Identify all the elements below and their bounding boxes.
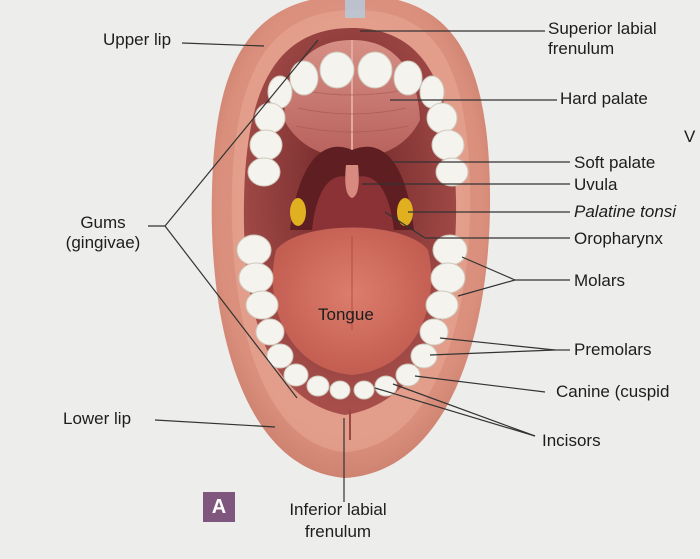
label-oropharynx: Oropharynx xyxy=(574,229,663,248)
label-soft-palate: Soft palate xyxy=(574,153,656,172)
lower-teeth xyxy=(236,234,468,400)
label-incisors: Incisors xyxy=(542,431,601,450)
label-gums-line2: (gingivae) xyxy=(65,233,141,252)
label-lower-lip: Lower lip xyxy=(63,409,132,428)
label-premolars: Premolars xyxy=(574,340,652,359)
tongue xyxy=(272,227,432,375)
tonsil-right xyxy=(397,198,413,226)
label-superior-labial-frenulum-line2: frenulum xyxy=(548,39,615,58)
leader-lines xyxy=(148,30,570,502)
label-tongue: Tongue xyxy=(318,305,374,324)
superior-frenulum-mark xyxy=(345,0,365,18)
label-inferior-labial-frenulum-line1: Inferior labial xyxy=(289,500,387,519)
label-superior-labial-frenulum-line1: Superior labial xyxy=(548,19,657,38)
label-gums-line1: Gums xyxy=(80,213,126,232)
label-palatine-tonsil: Palatine tonsi xyxy=(574,202,677,221)
label-molars: Molars xyxy=(574,271,626,290)
uvula xyxy=(345,165,359,198)
figure-badge: A xyxy=(203,492,235,522)
oropharynx xyxy=(290,146,414,230)
label-canine: Canine (cuspid xyxy=(556,382,670,401)
label-upper-lip: Upper lip xyxy=(103,30,172,49)
label-hard-palate: Hard palate xyxy=(560,89,648,108)
label-edge-fragment: V xyxy=(684,127,696,146)
label-uvula: Uvula xyxy=(574,175,618,194)
tonsil-left xyxy=(290,198,306,226)
label-inferior-labial-frenulum-line2: frenulum xyxy=(304,522,372,541)
